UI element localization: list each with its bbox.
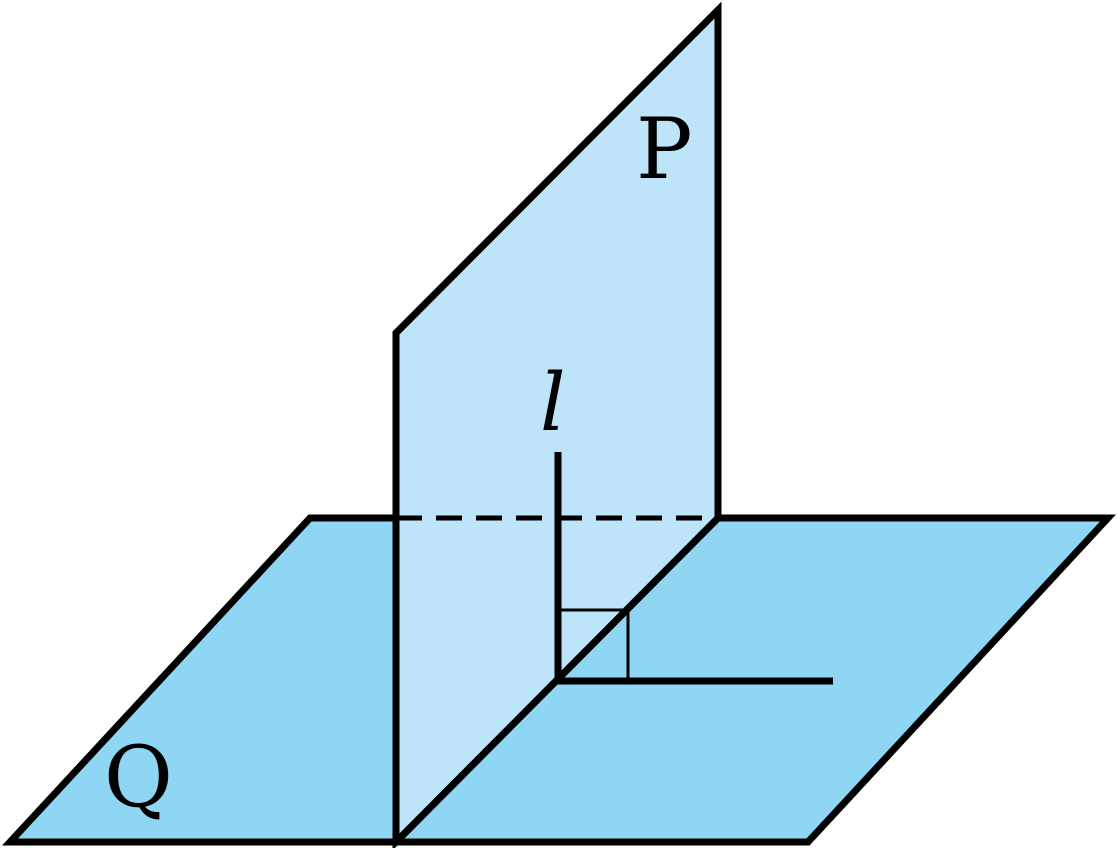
right-angle-marker [558, 608, 630, 681]
label-p: P [636, 100, 693, 198]
label-l: l [540, 356, 566, 449]
label-q: Q [104, 728, 173, 826]
